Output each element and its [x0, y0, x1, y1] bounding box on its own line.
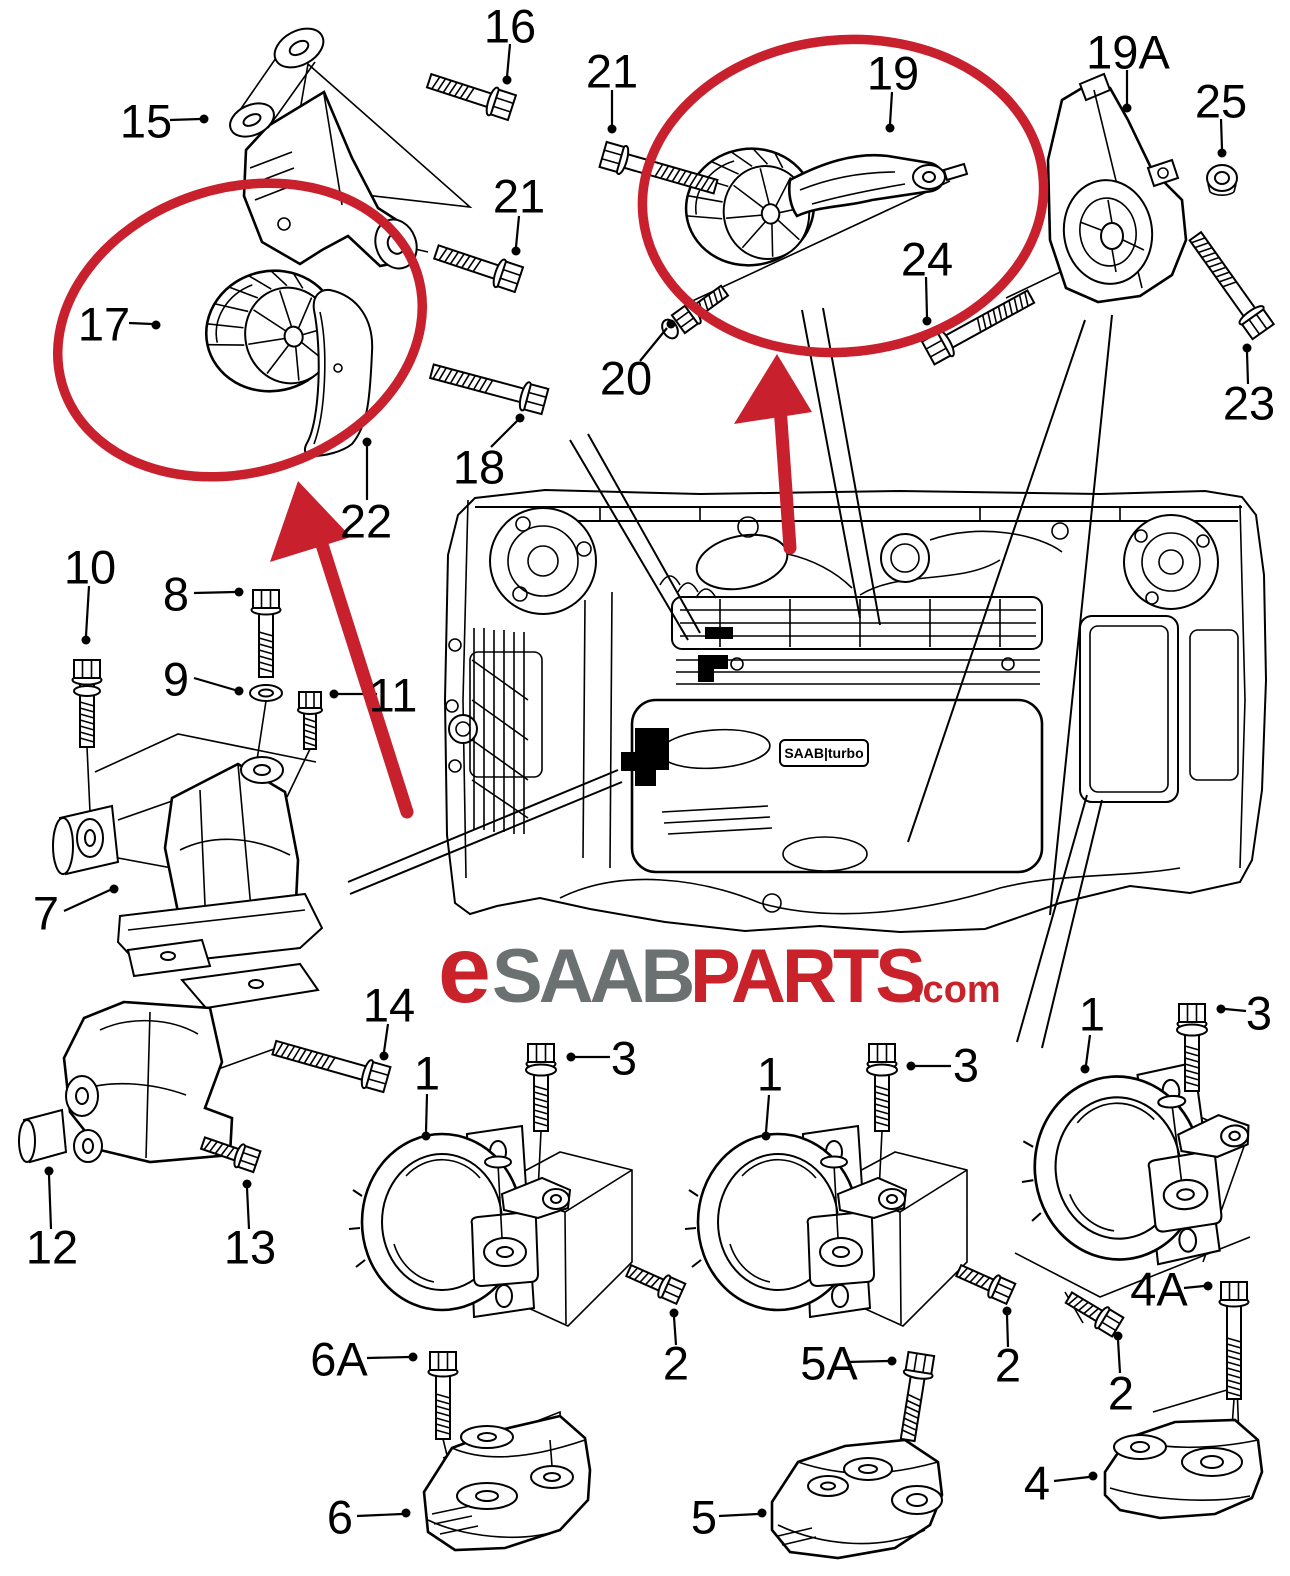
highlight-circle-mount-19: [637, 34, 1049, 358]
bolt-5A: [892, 1350, 937, 1444]
highlight-circle-mount-17: [52, 178, 428, 482]
bolt-8: [250, 589, 282, 678]
callout-labels: 16 15 21 21 17 22 18 20 19 24 19A 25 23 …: [26, 0, 1275, 1544]
bracket-12: [18, 938, 320, 1164]
callout-17: 17: [78, 298, 130, 351]
logo-dotcom: .com: [912, 969, 1001, 1011]
callout-9: 9: [163, 653, 189, 706]
callout-6A: 6A: [310, 1333, 368, 1386]
callout-15: 15: [120, 95, 172, 148]
callout-8: 8: [163, 568, 189, 621]
callout-24: 24: [901, 233, 953, 286]
callout-5A: 5A: [800, 1337, 858, 1390]
bolt-2-left: [622, 1258, 687, 1306]
mount-5: [770, 1438, 944, 1560]
callout-21-top: 21: [586, 45, 638, 98]
bolt-23: [1182, 226, 1276, 342]
engine-bay-illustration: SAAB|turbo: [443, 488, 1268, 934]
engine-badge-text: SAAB|turbo: [784, 745, 863, 761]
callout-1-middle: 1: [757, 1048, 783, 1101]
callout-leader-lines: [44, 43, 1252, 1518]
callout-4: 4: [1024, 1457, 1050, 1510]
bolt-6A: [427, 1351, 459, 1440]
mount-19A: [1046, 72, 1188, 304]
bolt-14: [269, 1032, 392, 1095]
callout-12: 12: [26, 1221, 78, 1274]
callout-22: 22: [340, 495, 392, 548]
nut-25: [1206, 164, 1238, 196]
mount-7: [52, 756, 324, 968]
callout-14: 14: [363, 979, 415, 1032]
washer-9: [249, 684, 283, 702]
callout-7: 7: [33, 887, 59, 940]
callout-20: 20: [600, 352, 652, 405]
bolt-18: [427, 356, 550, 417]
logo-e: e: [438, 917, 488, 1023]
callout-4A: 4A: [1130, 1263, 1188, 1316]
bolt-2-right: [1061, 1286, 1125, 1339]
callout-13: 13: [224, 1221, 276, 1274]
callout-2-left: 2: [663, 1337, 689, 1390]
mount-1-middle: [683, 1124, 908, 1319]
callout-1-right: 1: [1079, 988, 1105, 1041]
mount-1-right: [1013, 1057, 1260, 1275]
callout-19: 19: [867, 47, 919, 100]
callout-2-middle: 2: [995, 1339, 1021, 1392]
mount-19: [677, 139, 969, 275]
mount-4: [1103, 1418, 1264, 1520]
position-pointer-lines: [347, 307, 1113, 1049]
callout-3-middle: 3: [953, 1039, 979, 1092]
callout-18: 18: [453, 441, 505, 494]
bolt-21-left: [430, 237, 525, 295]
callout-19A: 19A: [1086, 26, 1170, 79]
callout-25: 25: [1195, 75, 1247, 128]
mount-6: [422, 1414, 592, 1552]
bolt-11: [297, 691, 323, 750]
bracket-15: [229, 27, 418, 270]
bolt-3-middle: [866, 1043, 898, 1132]
callout-5: 5: [691, 1491, 717, 1544]
callout-11: 11: [369, 669, 418, 722]
watermark-logo: e SAAB PARTS .com: [438, 917, 1001, 1023]
bolt-2-middle: [952, 1258, 1017, 1306]
bolt-3-left: [525, 1043, 557, 1132]
callout-1-left: 1: [414, 1047, 440, 1100]
bolt-4A: [1218, 1281, 1250, 1400]
left-strut-tower: [489, 507, 597, 615]
bolt-16: [423, 65, 518, 123]
callout-2-right: 2: [1108, 1367, 1134, 1420]
logo-saab: SAAB: [492, 934, 692, 1019]
highlight-arrow-middle: [734, 354, 812, 555]
callout-3-right: 3: [1246, 987, 1272, 1040]
callout-3-left: 3: [611, 1032, 637, 1085]
callout-16: 16: [484, 0, 536, 53]
callout-10: 10: [64, 541, 116, 594]
bolt-10: [71, 659, 103, 748]
callout-6: 6: [327, 1491, 353, 1544]
highlight-arrow-left: [270, 481, 414, 819]
logo-parts: PARTS: [690, 934, 923, 1019]
mount-1-left: [347, 1124, 572, 1319]
engine-cover-badge: SAAB|turbo: [779, 739, 869, 767]
callout-23: 23: [1223, 377, 1275, 430]
callout-21-left: 21: [493, 170, 545, 223]
right-strut-tower: [1123, 514, 1219, 610]
